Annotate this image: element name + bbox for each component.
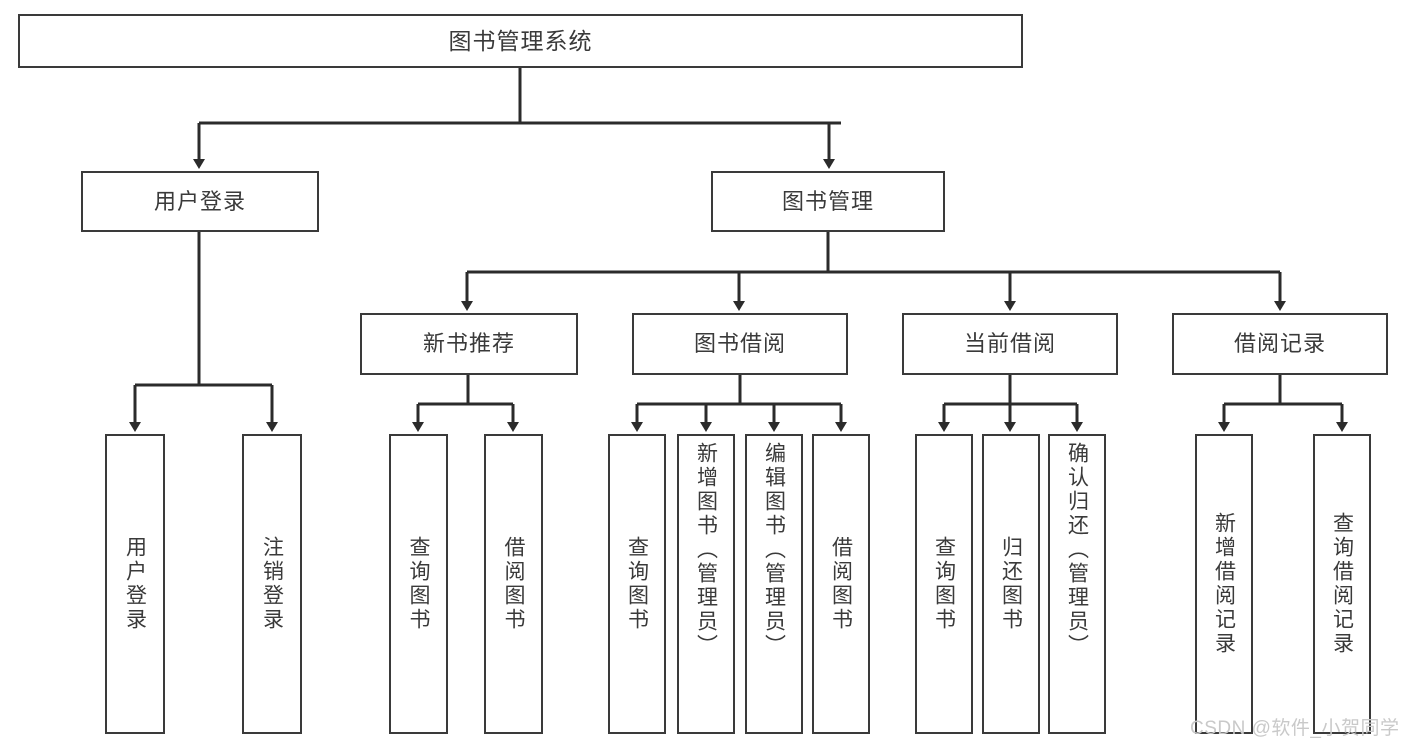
node-leaf-query-book-1[interactable]: 查询图书 [389, 434, 448, 734]
node-leaf-query-record-label: 查询借阅记录 [1330, 512, 1354, 656]
node-root-label: 图书管理系统 [448, 27, 593, 54]
node-root[interactable]: 图书管理系统 [18, 14, 1023, 68]
node-leaf-return-book[interactable]: 归还图书 [982, 434, 1040, 734]
node-current-borrow-label: 当前借阅 [963, 331, 1056, 357]
node-leaf-return-book-label: 归还图书 [999, 536, 1023, 632]
node-leaf-add-book-label: 新增图书（管理员） [694, 442, 718, 658]
node-current-borrow[interactable]: 当前借阅 [902, 313, 1118, 375]
node-leaf-add-book[interactable]: 新增图书（管理员） [677, 434, 735, 734]
node-leaf-borrow-book-1[interactable]: 借阅图书 [484, 434, 543, 734]
node-leaf-edit-book[interactable]: 编辑图书（管理员） [745, 434, 803, 734]
node-leaf-query-book-1-label: 查询图书 [407, 536, 430, 632]
node-leaf-borrow-book-2-label: 借阅图书 [829, 536, 853, 632]
node-borrow-record[interactable]: 借阅记录 [1172, 313, 1388, 375]
node-leaf-add-record-label: 新增借阅记录 [1212, 512, 1236, 656]
node-leaf-confirm-return-label: 确认归还（管理员） [1065, 442, 1089, 658]
node-leaf-query-record[interactable]: 查询借阅记录 [1313, 434, 1371, 734]
node-book-borrow-label: 图书借阅 [693, 331, 786, 357]
node-new-book-recommend[interactable]: 新书推荐 [360, 313, 578, 375]
node-leaf-logout-label: 注销登录 [260, 536, 284, 632]
node-leaf-borrow-book-2[interactable]: 借阅图书 [812, 434, 870, 734]
node-book-manage-label: 图书管理 [781, 188, 874, 214]
node-leaf-query-book-3-label: 查询图书 [932, 536, 956, 632]
node-leaf-logout[interactable]: 注销登录 [242, 434, 302, 734]
node-leaf-borrow-book-1-label: 借阅图书 [502, 536, 525, 632]
node-leaf-query-book-2-label: 查询图书 [625, 536, 649, 632]
node-leaf-user-login-label: 用户登录 [123, 536, 147, 632]
node-book-borrow[interactable]: 图书借阅 [632, 313, 848, 375]
node-leaf-query-book-3[interactable]: 查询图书 [915, 434, 973, 734]
node-leaf-add-record[interactable]: 新增借阅记录 [1195, 434, 1253, 734]
csdn-watermark: CSDN @软件_小贺同学 [1190, 718, 1400, 739]
node-book-manage[interactable]: 图书管理 [711, 171, 945, 232]
node-leaf-user-login[interactable]: 用户登录 [105, 434, 165, 734]
node-borrow-record-label: 借阅记录 [1233, 331, 1326, 357]
node-user-login-label: 用户登录 [153, 188, 246, 214]
node-leaf-confirm-return[interactable]: 确认归还（管理员） [1048, 434, 1106, 734]
node-user-login[interactable]: 用户登录 [81, 171, 319, 232]
node-leaf-edit-book-label: 编辑图书（管理员） [762, 442, 786, 658]
node-new-book-recommend-label: 新书推荐 [422, 331, 515, 357]
node-leaf-query-book-2[interactable]: 查询图书 [608, 434, 666, 734]
